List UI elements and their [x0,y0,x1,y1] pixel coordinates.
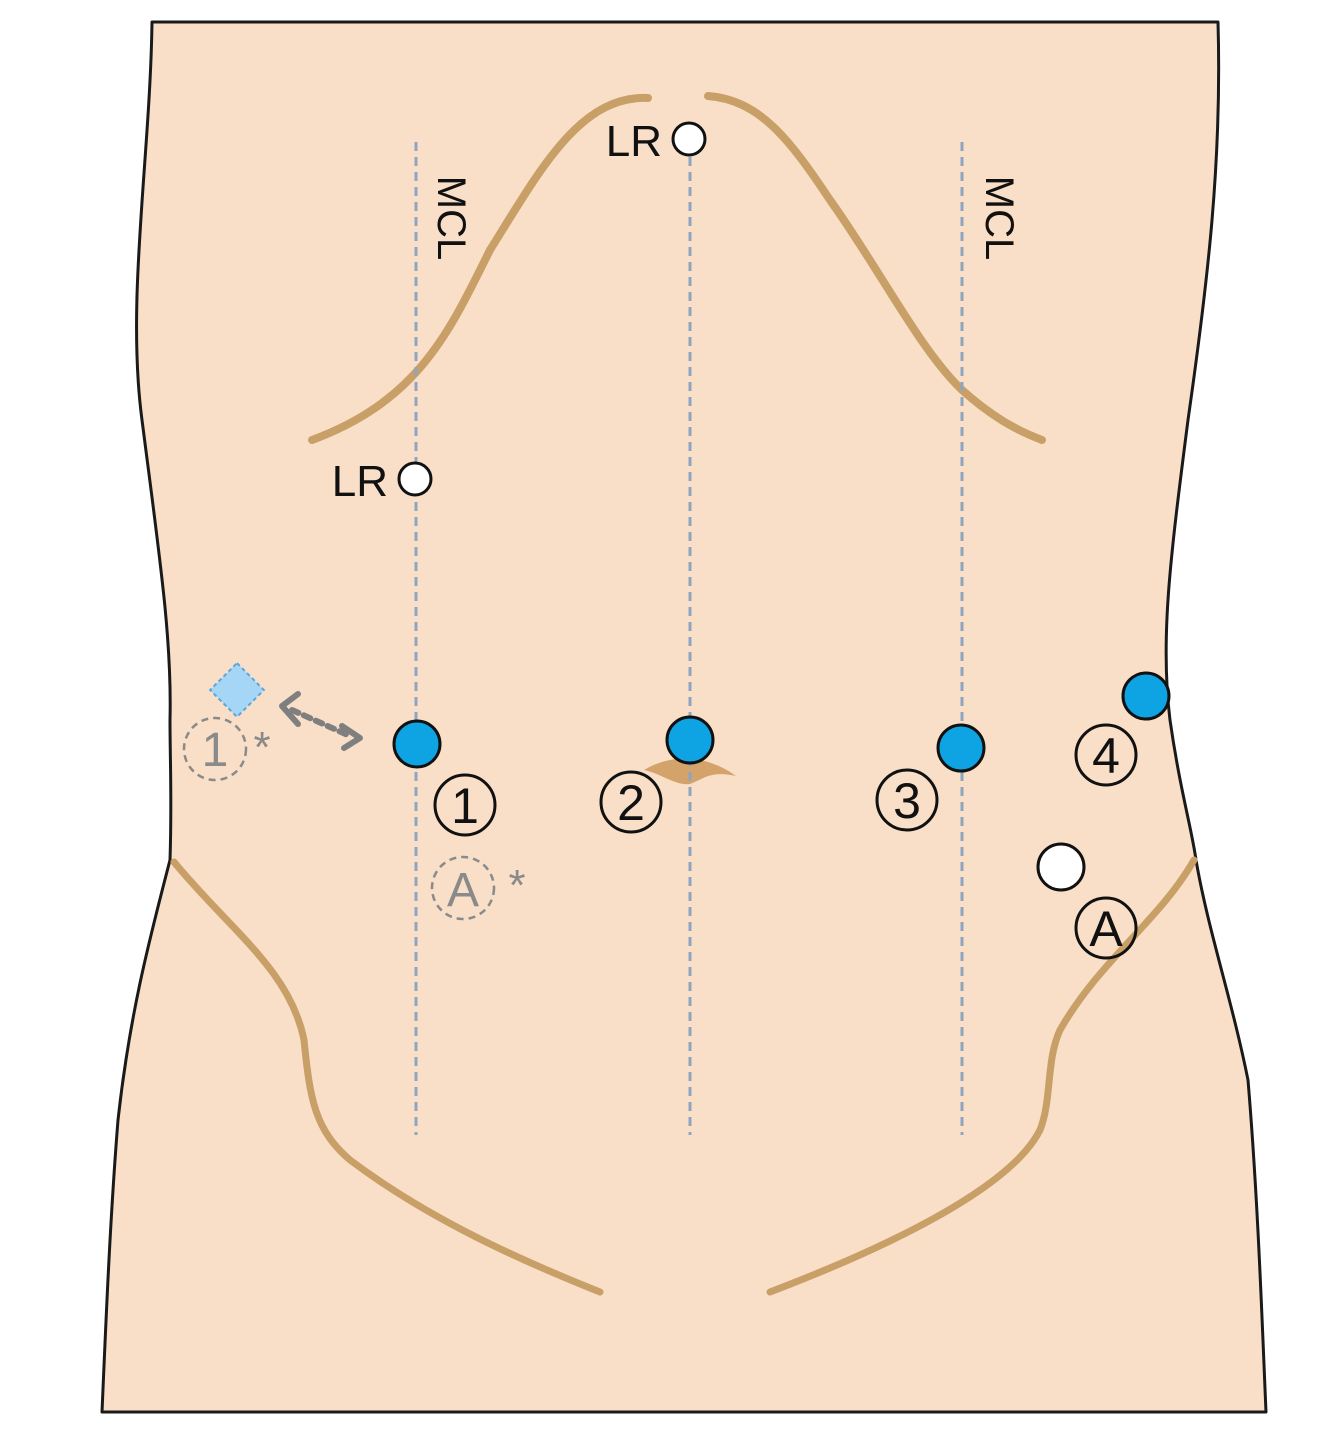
optional-port-1-label: 1 [202,724,229,777]
double-arrow-icon [279,691,363,751]
port-4-badge: 4 [1074,723,1138,787]
port-a-badge: A [1074,896,1138,960]
port-3-dot [936,723,986,773]
right-mcl-label: MCL [977,176,1021,260]
lr-top-marker [671,121,707,157]
port-3-label: 3 [893,773,921,829]
lr-top-label: LR [606,117,662,166]
optional-port-1-star: * [253,723,270,772]
pelvic-contour-right [766,856,1198,1296]
pelvic-contour-left [170,858,604,1296]
port-1-dot [392,719,442,769]
optional-port-a-star: * [508,861,525,910]
port-a-dot [1036,842,1086,892]
port-4-label: 4 [1092,728,1120,784]
left-mcl-label: MCL [429,176,473,260]
costal-margin-right [704,92,1046,444]
lr-left-label: LR [332,457,388,506]
port-2-label: 2 [617,775,645,831]
port-2-dot [665,715,715,765]
umbilicus [644,758,736,785]
port-1-label: 1 [451,778,479,834]
port-a-label: A [1089,901,1123,957]
port-3-badge: 3 [875,768,939,832]
optional-port-a-label: A [447,864,479,917]
port-4-dot [1121,671,1171,721]
diamond-port-icon [208,661,266,719]
optional-port-1-badge [182,716,248,782]
lr-left-marker [397,461,433,497]
optional-port-a-badge [430,855,496,921]
port-1-badge: 1 [433,773,497,837]
costal-margin-left [308,93,652,444]
port-2-badge: 2 [599,770,663,834]
